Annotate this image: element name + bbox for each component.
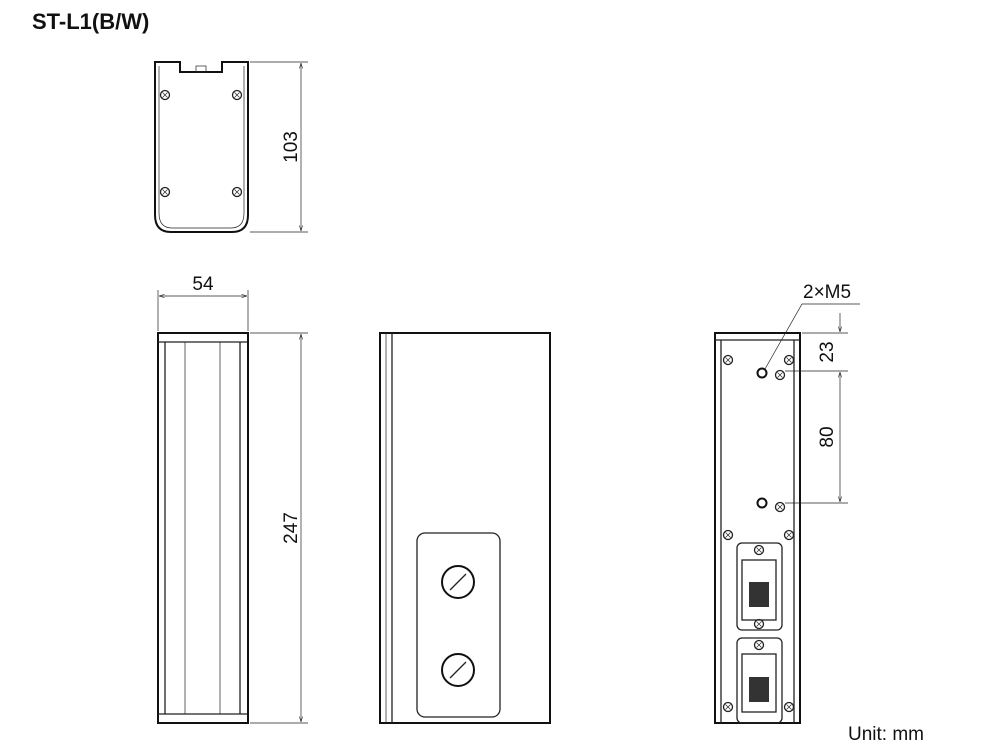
mount-hole-icon — [756, 367, 768, 379]
screw-icon — [722, 354, 734, 366]
screw-icon — [774, 501, 786, 513]
screw-icon — [231, 89, 243, 101]
mount-hole-icon — [756, 497, 768, 509]
screw-icon — [783, 354, 795, 366]
screw-icon — [774, 369, 786, 381]
screw-icon — [783, 529, 795, 541]
drawing-title: ST-L1(B/W) — [32, 9, 149, 34]
mount-holes-label: 2×M5 — [803, 282, 851, 303]
width-dimension: 54 — [192, 274, 214, 295]
screw-icon — [783, 701, 795, 713]
height-dimension: 247 — [281, 512, 302, 544]
screw-icon — [159, 186, 171, 198]
screw-icon — [159, 89, 171, 101]
mount-top-dimension: 23 — [817, 341, 838, 362]
rear-view: 23 80 2×M5 — [714, 282, 860, 724]
unit-label: Unit: mm — [848, 724, 924, 745]
depth-dimension: 103 — [281, 131, 302, 163]
screw-icon — [722, 529, 734, 541]
screw-icon — [231, 186, 243, 198]
top-view: 103 — [154, 61, 308, 233]
adjustment-knob-icon — [441, 565, 475, 599]
mount-spacing-dimension: 80 — [817, 426, 838, 447]
adjustment-knob-icon — [441, 653, 475, 687]
terminal-block-icon — [736, 542, 783, 631]
screw-icon — [722, 701, 734, 713]
front-view: 54 247 — [157, 274, 308, 724]
terminal-block-icon — [736, 637, 783, 724]
side-view — [379, 332, 551, 724]
